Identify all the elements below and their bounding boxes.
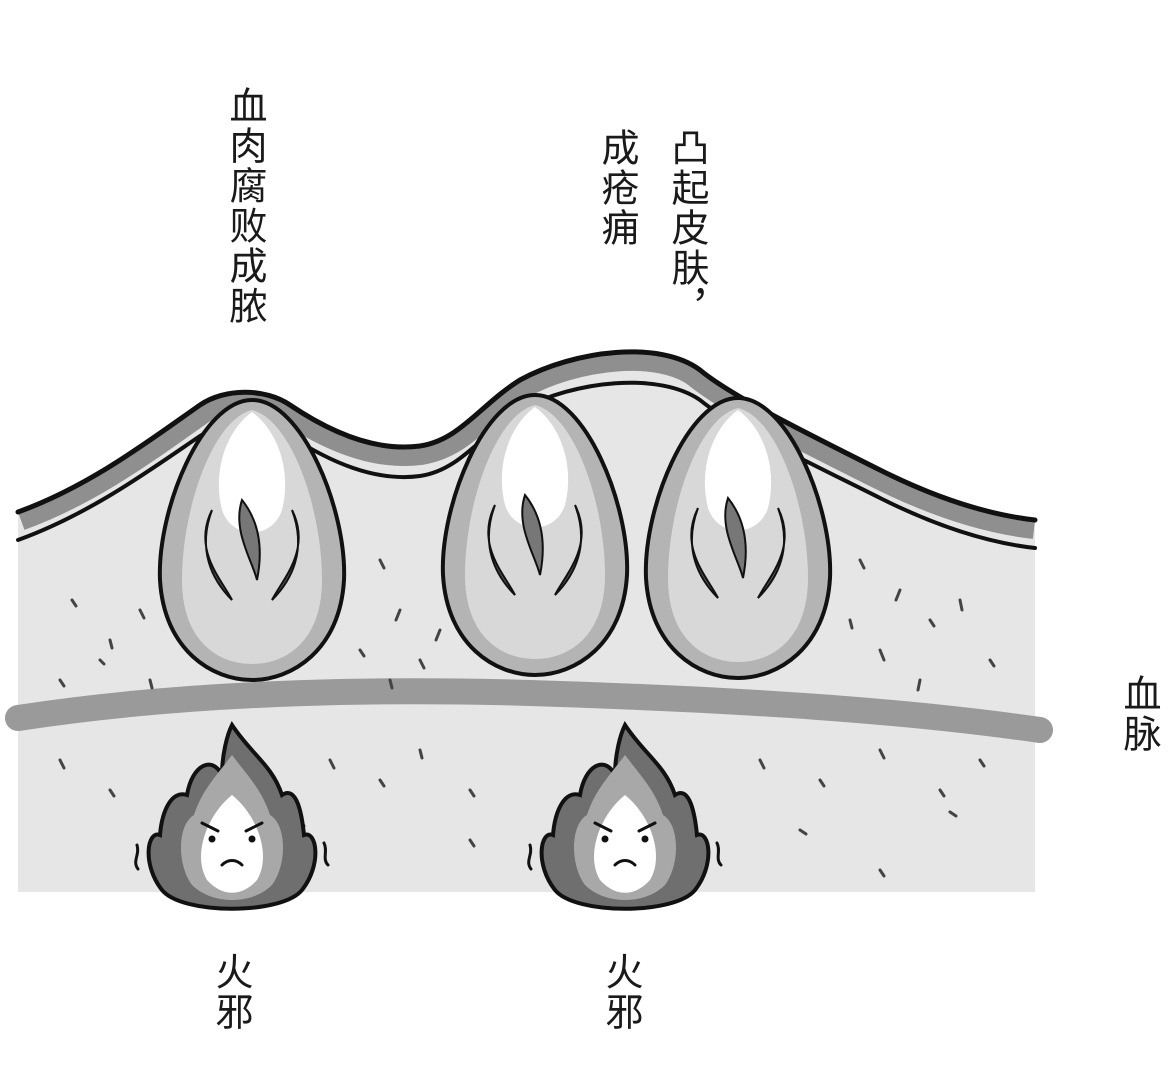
fire-evil-character-2 bbox=[527, 721, 723, 911]
label-pus-formation: 血肉腐败成脓 bbox=[223, 86, 267, 326]
pustule-3 bbox=[643, 395, 833, 681]
pustule-1 bbox=[157, 397, 347, 683]
label-sore-formation: 成疮痈 bbox=[595, 128, 639, 248]
blood-vessel bbox=[5, 678, 1053, 743]
fire-evil-character-1 bbox=[134, 721, 330, 911]
label-fire-evil-left: 火邪 bbox=[209, 952, 253, 1032]
label-blood-vessel: 血脉 bbox=[1117, 674, 1161, 754]
label-raised-skin: 凸起皮肤， bbox=[665, 128, 709, 328]
skin-outline-top bbox=[15, 349, 1038, 523]
label-fire-evil-right: 火邪 bbox=[599, 952, 643, 1032]
pustule-2 bbox=[440, 392, 630, 678]
